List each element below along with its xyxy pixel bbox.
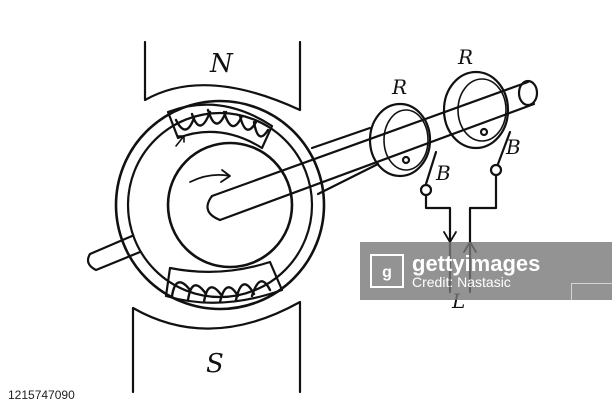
outer-ring xyxy=(114,99,326,311)
terminal-left xyxy=(419,183,433,197)
armature-core xyxy=(166,141,294,269)
brush-left xyxy=(424,150,438,186)
slip-ring-left-face xyxy=(383,109,429,171)
south-pole-label: S xyxy=(206,349,224,379)
shaft-end-left xyxy=(206,194,222,222)
rotation-arrow-icon xyxy=(189,169,231,183)
slip-ring-left-screw xyxy=(401,155,411,165)
svg-text:g: g xyxy=(382,264,392,281)
terminal-right xyxy=(489,163,503,177)
stock-id: 1215747090 xyxy=(6,388,77,402)
south-pole-piece xyxy=(131,300,302,394)
top-coil-windings xyxy=(174,108,270,138)
watermark-title: gettyimages xyxy=(412,251,541,277)
lead-lower xyxy=(316,162,380,196)
watermark-corner xyxy=(571,283,612,300)
top-coil-body xyxy=(166,103,274,150)
lead-upper xyxy=(310,126,372,150)
shaft-end-right xyxy=(517,79,539,107)
slip-ring-right-screw xyxy=(479,127,489,137)
slip-ring-right xyxy=(442,70,510,150)
brush-right-label: B xyxy=(505,135,521,159)
slip-ring-left-label: R xyxy=(391,75,407,99)
brush-left-label: B xyxy=(435,161,451,185)
north-pole-label: N xyxy=(209,49,234,79)
north-pole-piece xyxy=(143,40,302,112)
stock-watermark: g gettyimages Credit: Nastasic xyxy=(360,242,612,300)
slip-ring-right-face xyxy=(457,78,507,142)
getty-logo-icon: g xyxy=(370,254,404,288)
slip-ring-right-label: R xyxy=(457,45,473,69)
watermark-credit: Credit: Nastasic xyxy=(412,274,511,291)
slip-ring-left xyxy=(368,102,432,178)
watermark-text: gettyimages Credit: Nastasic xyxy=(412,252,540,290)
outer-ring-inner xyxy=(126,111,314,299)
bottom-coil-windings xyxy=(170,280,272,304)
shaft-left xyxy=(86,234,142,272)
coil-arrow-icon xyxy=(175,135,185,147)
brush-right xyxy=(496,130,512,166)
bottom-coil-body xyxy=(164,260,284,304)
